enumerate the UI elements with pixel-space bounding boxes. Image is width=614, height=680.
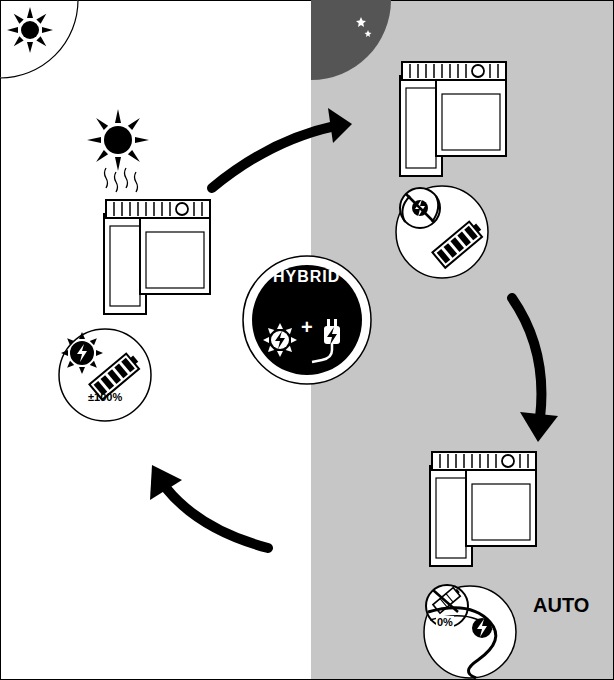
sun-ray bbox=[115, 109, 121, 123]
hybrid-disc bbox=[252, 265, 362, 375]
sun-ray bbox=[277, 351, 283, 357]
sun-disc bbox=[271, 331, 289, 349]
sun-ray bbox=[277, 323, 283, 329]
sun-ray bbox=[42, 27, 53, 33]
sun-ray bbox=[291, 337, 297, 343]
day-ground bbox=[0, 0, 311, 680]
solar-charge-icon bbox=[263, 323, 297, 357]
charge-disc bbox=[272, 332, 288, 348]
sun-ray bbox=[27, 7, 33, 18]
sun-ray bbox=[61, 350, 68, 356]
plug-icon bbox=[312, 319, 340, 362]
sun-ray bbox=[79, 367, 85, 374]
sun-ray bbox=[87, 137, 101, 143]
sun-ray bbox=[135, 137, 149, 143]
status-badge: 0% bbox=[424, 586, 516, 678]
star-icon bbox=[365, 30, 372, 37]
night-corner bbox=[311, 0, 391, 80]
sun-ray bbox=[268, 346, 274, 352]
sun-ray bbox=[115, 157, 121, 171]
sun-ray bbox=[268, 328, 274, 334]
hybrid-badge: HYBRID + bbox=[244, 257, 370, 383]
day-corner bbox=[0, 0, 78, 78]
solar-lamp bbox=[104, 200, 210, 314]
battery-full bbox=[432, 219, 485, 268]
status-badge bbox=[396, 186, 488, 278]
heat-waves bbox=[105, 168, 138, 192]
bolt-icon bbox=[77, 344, 87, 362]
sun-ray bbox=[7, 27, 18, 33]
no-mains-icon bbox=[400, 188, 440, 228]
sun-ray bbox=[90, 361, 97, 368]
cycle-arrows bbox=[150, 108, 558, 548]
charge-percent: 0% bbox=[436, 616, 454, 628]
mode-label: AUTO bbox=[533, 594, 589, 617]
moon-icon bbox=[339, 10, 356, 38]
sun-ray bbox=[27, 42, 33, 53]
sun-ray bbox=[36, 36, 46, 46]
status-badge: ±100% bbox=[59, 329, 151, 421]
sun-ray bbox=[79, 332, 85, 339]
mains-cable-icon bbox=[428, 608, 496, 678]
sun-ray bbox=[263, 337, 269, 343]
sun-ray bbox=[14, 14, 24, 24]
sun-icon bbox=[7, 7, 53, 53]
sun-ray bbox=[67, 361, 74, 368]
badge-title: HYBRID bbox=[273, 268, 340, 286]
sun-ray bbox=[128, 118, 140, 130]
solar-lamp bbox=[430, 452, 536, 566]
star-icon bbox=[356, 17, 366, 27]
solar-charge-icon bbox=[61, 332, 103, 374]
status-badge bbox=[59, 329, 151, 421]
sun-ray bbox=[90, 338, 97, 345]
sun-disc bbox=[70, 341, 94, 365]
sun-ray bbox=[67, 338, 74, 345]
status-badge bbox=[424, 586, 516, 678]
sun-ray bbox=[96, 118, 108, 130]
sun-disc bbox=[104, 126, 132, 154]
sun-ray bbox=[286, 346, 292, 352]
sun-ray bbox=[36, 14, 46, 24]
sun-ray bbox=[96, 150, 108, 162]
sun-ray bbox=[286, 328, 292, 334]
plus-sign: + bbox=[301, 316, 313, 338]
solar-lamp bbox=[400, 62, 506, 176]
sun-icon bbox=[87, 109, 149, 171]
charge-percent: ±100% bbox=[88, 391, 122, 403]
bolt-icon bbox=[275, 331, 285, 349]
hybrid-badge bbox=[243, 256, 371, 384]
sun-ray bbox=[96, 350, 103, 356]
sun-ray bbox=[14, 36, 24, 46]
sun-ray bbox=[128, 150, 140, 162]
sun-disc bbox=[21, 21, 39, 39]
